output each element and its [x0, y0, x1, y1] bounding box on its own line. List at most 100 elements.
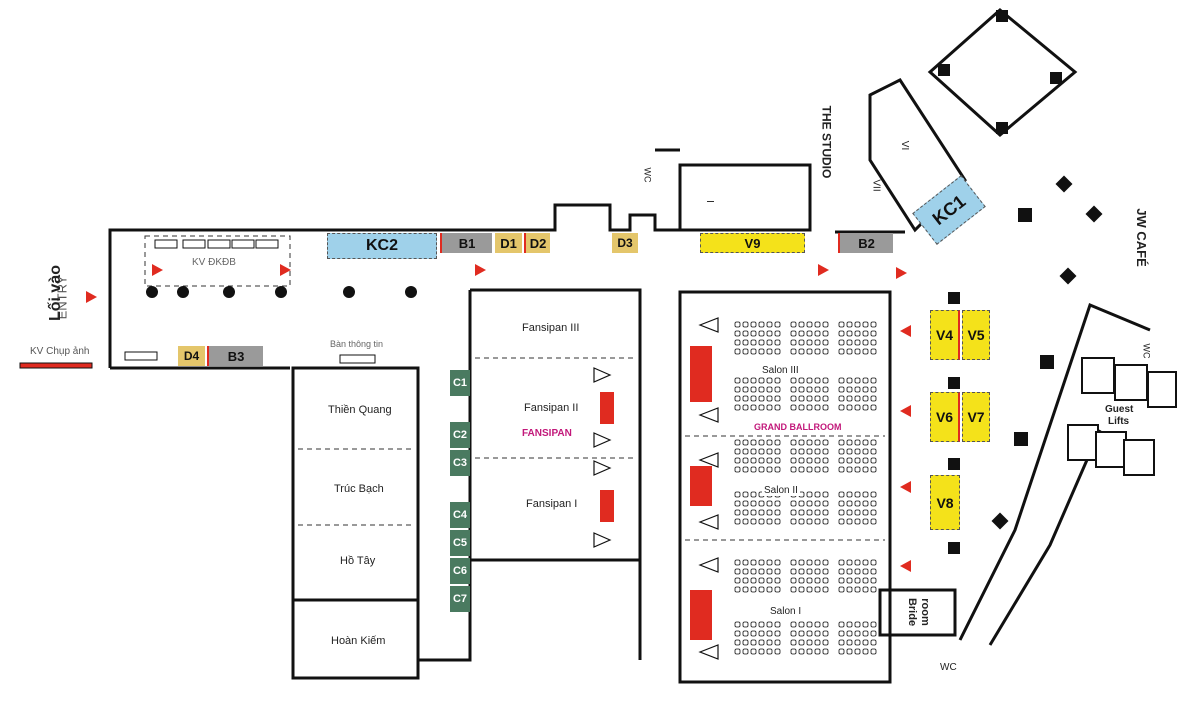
booth-kc2[interactable]: KC2 [327, 233, 437, 259]
booth-b3[interactable]: B3 [207, 346, 263, 366]
booth-d3[interactable]: D3 [612, 233, 638, 253]
seat [806, 348, 813, 355]
seat [838, 457, 845, 464]
booth-d1[interactable]: D1 [495, 233, 522, 253]
seat [774, 586, 781, 593]
seat [814, 568, 821, 575]
seat [814, 509, 821, 516]
booth-c2[interactable]: C2 [450, 422, 470, 448]
seat [766, 457, 773, 464]
booth-d2[interactable]: D2 [524, 233, 550, 253]
seat [798, 377, 805, 384]
direction-arrow [900, 405, 911, 417]
room-ho-tay[interactable]: Hồ Tây [340, 555, 376, 567]
booth-c3[interactable]: C3 [450, 450, 470, 476]
booth-c5[interactable]: C5 [450, 530, 470, 556]
room-salon-ii[interactable]: Salon II [762, 485, 800, 496]
seat [846, 448, 853, 455]
seat [790, 448, 797, 455]
seat [750, 491, 757, 498]
column-marker [343, 286, 355, 298]
seat [838, 448, 845, 455]
seat [854, 518, 861, 525]
seat [870, 648, 877, 655]
seat [798, 577, 805, 584]
booth-v9[interactable]: V9 [700, 233, 805, 253]
booth-b2[interactable]: B2 [838, 233, 893, 253]
column-marker [1050, 72, 1062, 84]
seat [862, 500, 869, 507]
seat [854, 621, 861, 628]
seat [742, 491, 749, 498]
seat [790, 457, 797, 464]
seat [750, 586, 757, 593]
seat [846, 457, 853, 464]
seat [734, 568, 741, 575]
seat [774, 321, 781, 328]
seat [806, 568, 813, 575]
seat [734, 348, 741, 355]
booth-c7[interactable]: C7 [450, 586, 470, 612]
seat [790, 377, 797, 384]
room-fansipan-iii[interactable]: Fansipan III [522, 322, 580, 334]
booth-c6[interactable]: C6 [450, 558, 470, 584]
direction-arrow [818, 264, 829, 276]
seat [790, 386, 797, 393]
seat [806, 377, 813, 384]
room-fansipan-ii[interactable]: Fansipan II [524, 402, 579, 414]
booth-v6[interactable]: V6 [930, 392, 960, 442]
booth-v4[interactable]: V4 [930, 310, 960, 360]
seat [750, 509, 757, 516]
booth-v5[interactable]: V5 [962, 310, 990, 360]
seat [814, 639, 821, 646]
column-marker [177, 286, 189, 298]
room-salon-i[interactable]: Salon I [768, 606, 804, 617]
seat [838, 518, 845, 525]
seat [862, 339, 869, 346]
room-truc-bach[interactable]: Trúc Bạch [334, 483, 384, 495]
seat [774, 509, 781, 516]
booth-c4[interactable]: C4 [450, 502, 470, 528]
room-thien-quang[interactable]: Thiền Quang [328, 404, 392, 416]
room-salon-iii[interactable]: Salon III [760, 365, 801, 376]
seat [758, 395, 765, 402]
seat [742, 321, 749, 328]
seat [854, 559, 861, 566]
seat [838, 639, 845, 646]
room-hoan-kiem[interactable]: Hoàn Kiếm [331, 635, 386, 647]
seat [806, 439, 813, 446]
seat [838, 330, 845, 337]
seat [774, 348, 781, 355]
seat [838, 386, 845, 393]
seat [798, 648, 805, 655]
seat [790, 621, 797, 628]
seat [766, 386, 773, 393]
seat [734, 491, 741, 498]
seat [798, 630, 805, 637]
booth-d4[interactable]: D4 [178, 346, 205, 366]
booth-b1[interactable]: B1 [440, 233, 492, 253]
seat [750, 648, 757, 655]
seat [854, 639, 861, 646]
seat [734, 577, 741, 584]
seat [822, 339, 829, 346]
booth-c1[interactable]: C1 [450, 370, 470, 396]
seat [870, 339, 877, 346]
booth-v7[interactable]: V7 [962, 392, 990, 442]
seat [806, 448, 813, 455]
seat [750, 500, 757, 507]
seat [758, 639, 765, 646]
seat [838, 339, 845, 346]
seat [806, 509, 813, 516]
seat [758, 466, 765, 473]
seat [790, 339, 797, 346]
seat [814, 339, 821, 346]
room-fansipan-i[interactable]: Fansipan I [526, 498, 578, 510]
seat [758, 621, 765, 628]
seat [742, 577, 749, 584]
seat [854, 348, 861, 355]
booth-v8[interactable]: V8 [930, 475, 960, 530]
seat [814, 348, 821, 355]
seat [774, 630, 781, 637]
